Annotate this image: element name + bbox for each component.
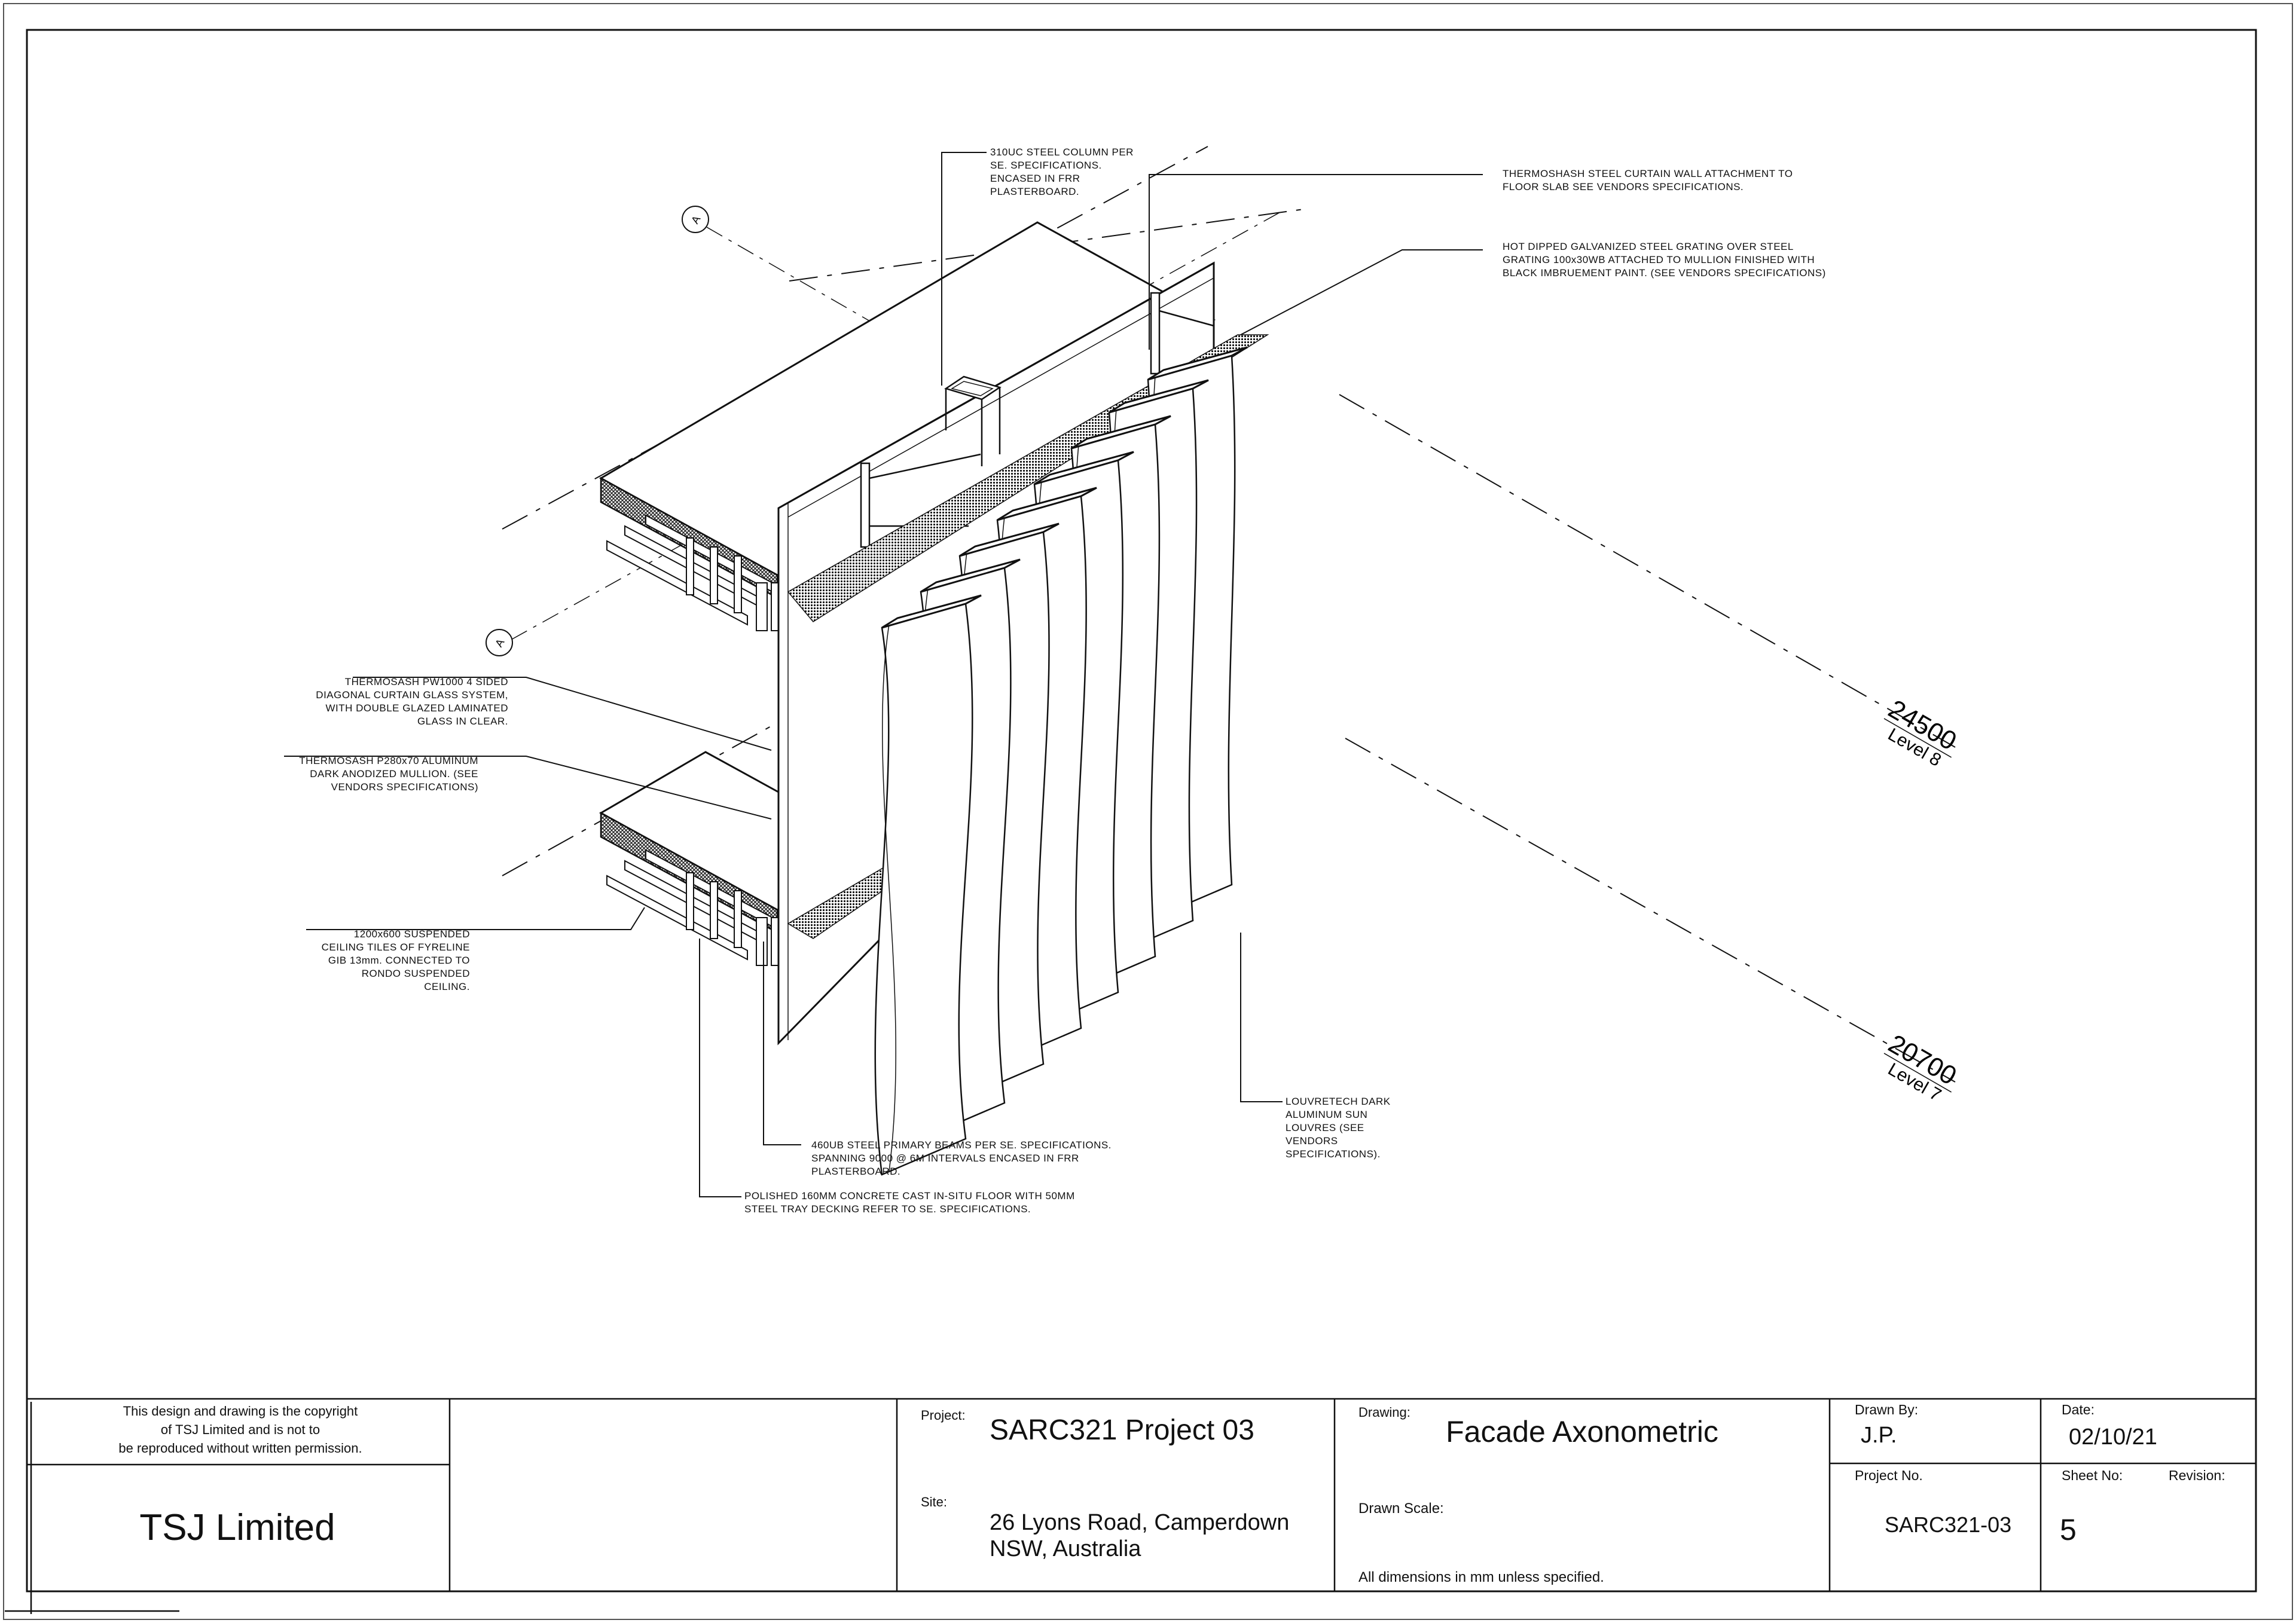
leader-lines	[284, 152, 1483, 1197]
louvre-fin-cap	[881, 594, 982, 629]
sheet-value: 5	[2060, 1513, 2077, 1546]
steel-column	[944, 375, 1002, 466]
louvre-fin-cap	[1109, 379, 1209, 414]
dimensions-note: All dimensions in mm unless specified.	[1358, 1569, 1604, 1585]
annotation-beams: 460UB STEEL PRIMARY BEAMS PER SE. SPECIF…	[811, 1139, 1112, 1177]
copyright-notice: This design and drawing is the copyright…	[118, 1404, 362, 1456]
drawing-value: Facade Axonometric	[1446, 1415, 1718, 1448]
annotation-column: 310UC STEEL COLUMN PER SE. SPECIFICATION…	[990, 146, 1134, 197]
level-7-marker: 20700 Level 7	[1883, 1029, 1961, 1105]
louvre-fin-cap	[1071, 415, 1171, 450]
annotation-grating: HOT DIPPED GALVANIZED STEEL GRATING OVER…	[1503, 241, 1826, 279]
drawn-by-label: Drawn By:	[1855, 1402, 1919, 1417]
sheet-label: Sheet No:	[2062, 1468, 2123, 1483]
louvre-fin-cap	[1034, 451, 1134, 485]
project-value: SARC321 Project 03	[990, 1414, 1254, 1446]
louvre-fin	[874, 594, 982, 1176]
sheet-outer-border	[3, 3, 2293, 1620]
project-no-value: SARC321-03	[1885, 1512, 2012, 1537]
project-no-label: Project No.	[1855, 1468, 1923, 1483]
louvre-fin-edge	[882, 623, 896, 1172]
annotation-louvres: LOUVRETECH DARK ALUMINUM SUN LOUVRES (SE…	[1286, 1096, 1391, 1160]
louvre-fin-cap	[920, 558, 1021, 593]
site-value: 26 Lyons Road, Camperdown NSW, Australia	[990, 1510, 1290, 1561]
annotation-ceiling: 1200x600 SUSPENDED CEILING TILES OF FYRE…	[321, 928, 470, 992]
drawing-label: Drawing:	[1358, 1405, 1410, 1420]
mullion-brackets	[860, 292, 1214, 548]
annotation-curtain-glass: THERMOSASH PW1000 4 SIDED DIAGONAL CURTA…	[316, 676, 508, 727]
upper-steel-beams	[606, 514, 790, 631]
lower-steel-beams	[606, 849, 790, 966]
louvre-fin-cap	[997, 487, 1097, 521]
sun-louvres	[874, 346, 1248, 1176]
revision-label: Revision:	[2169, 1468, 2225, 1483]
annotation-mullion: THERMOSASH P280x70 ALUMINUM DARK ANODIZE…	[299, 755, 478, 793]
annotation-floor: POLISHED 160MM CONCRETE CAST IN-SITU FLO…	[744, 1190, 1075, 1215]
sheet-inner-border	[26, 29, 2257, 1593]
project-label: Project:	[921, 1408, 966, 1423]
section-marker-bottom: A	[486, 629, 513, 656]
site-label: Site:	[921, 1494, 948, 1509]
level-8-marker: 24500 Level 8	[1883, 694, 1961, 771]
louvre-fin-cap	[1147, 346, 1248, 381]
louvre-fin-cap	[959, 522, 1060, 557]
drawn-by-value: J.P.	[1861, 1423, 1897, 1448]
company-name: TSJ Limited	[139, 1507, 335, 1548]
date-value: 02/10/21	[2069, 1425, 2157, 1450]
title-block-grid	[5, 1398, 2256, 1614]
date-label: Date:	[2062, 1402, 2095, 1417]
section-marker-top: A	[682, 206, 709, 233]
scale-label: Drawn Scale:	[1358, 1500, 1444, 1517]
annotation-attachment: THERMOSHASH STEEL CURTAIN WALL ATTACHMEN…	[1503, 168, 1793, 192]
